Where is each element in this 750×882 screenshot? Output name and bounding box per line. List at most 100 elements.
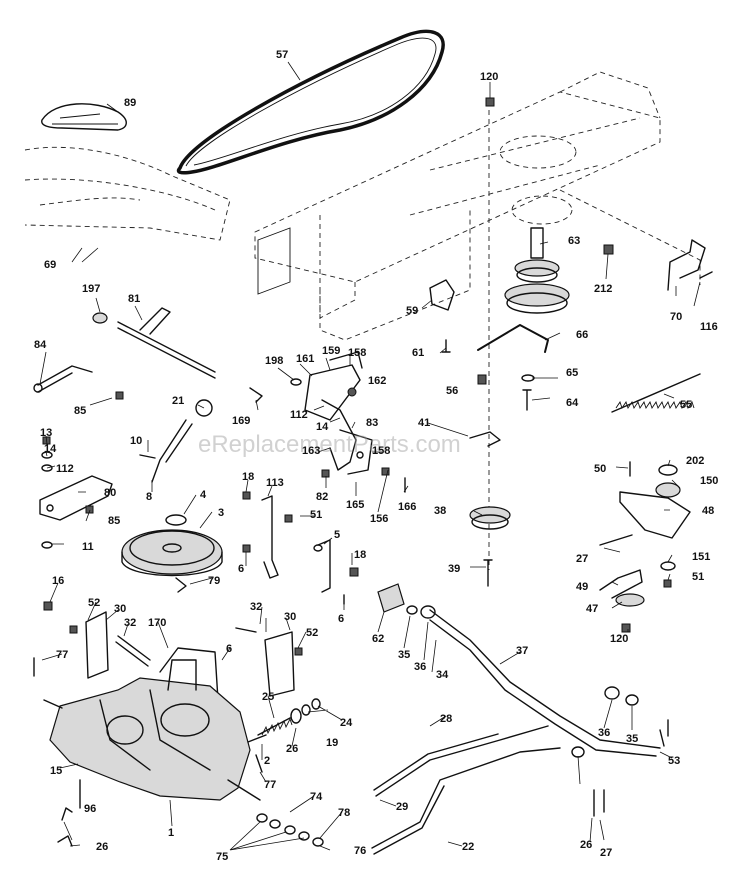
callout-56: 56 [446, 385, 458, 397]
axle-washer-stack [256, 813, 324, 847]
callout-170: 170 [148, 617, 166, 629]
callout-39: 39 [448, 563, 460, 575]
idler-bracket [261, 495, 279, 579]
engine-pulley [504, 227, 570, 314]
shift-bracket [85, 611, 109, 679]
callout-112: 112 [56, 463, 74, 475]
callout-50: 50 [594, 463, 606, 475]
callout-83: 83 [366, 417, 378, 429]
callout-30: 30 [114, 603, 126, 615]
callout-15: 15 [50, 765, 62, 777]
callout-162: 162 [368, 375, 386, 387]
callout-151: 151 [692, 551, 710, 563]
callout-66: 66 [576, 329, 588, 341]
callout-49: 49 [576, 581, 588, 593]
watermark: eReplacementParts.com [198, 431, 461, 458]
callout-21: 21 [172, 395, 184, 407]
callout-74: 74 [310, 791, 323, 803]
callout-150: 150 [700, 475, 718, 487]
linkage-rod [159, 647, 219, 701]
callout-89: 89 [124, 97, 136, 109]
callout-51: 51 [310, 509, 322, 521]
callout-112: 112 [290, 409, 308, 421]
callout-10: 10 [130, 435, 142, 447]
callout-161: 161 [296, 353, 314, 365]
shift-knob [195, 399, 213, 417]
callout-51: 51 [692, 571, 704, 583]
callout-16: 16 [52, 575, 64, 587]
callout-25: 25 [262, 691, 274, 703]
callout-69: 69 [44, 259, 56, 271]
callout-85: 85 [74, 405, 86, 417]
callout-27: 27 [576, 553, 588, 565]
callout-29: 29 [396, 801, 408, 813]
callout-163: 163 [302, 445, 320, 457]
leader-lines [39, 61, 701, 851]
control-bracket-assy [290, 351, 373, 475]
callout-27: 27 [600, 847, 612, 859]
callout-36: 36 [598, 727, 610, 739]
callout-82: 82 [316, 491, 328, 503]
callout-26: 26 [286, 743, 298, 755]
callout-84: 84 [34, 339, 47, 351]
callout-1: 1 [168, 827, 174, 839]
callout-labels: 57 120 89 63 69 212 70 116 197 81 59 66 … [34, 49, 718, 863]
callout-52: 52 [306, 627, 318, 639]
shift-link [37, 365, 93, 393]
callout-52: 52 [88, 597, 100, 609]
callout-18: 18 [242, 471, 254, 483]
callout-59: 59 [406, 305, 418, 317]
callout-165: 165 [346, 499, 364, 511]
transmission-pulley [121, 514, 223, 577]
callout-78: 78 [338, 807, 350, 819]
callout-79: 79 [208, 575, 220, 587]
callout-77: 77 [56, 649, 68, 661]
callout-28: 28 [440, 713, 452, 725]
lift-rod [667, 239, 706, 291]
callout-32: 32 [124, 617, 136, 629]
callout-76: 76 [354, 845, 366, 857]
callout-35: 35 [398, 649, 410, 661]
callout-80: 80 [104, 487, 116, 499]
callout-57: 57 [276, 49, 288, 61]
callout-198: 198 [265, 355, 283, 367]
callout-55: 55 [680, 399, 692, 411]
callout-65: 65 [566, 367, 578, 379]
callout-159: 159 [322, 345, 340, 357]
callout-96: 96 [84, 803, 96, 815]
brake-rod [373, 725, 549, 797]
callout-197: 197 [82, 283, 100, 295]
brake-bracket [264, 631, 295, 697]
clutch-rod [371, 747, 561, 855]
idler-pulley [469, 506, 511, 587]
callout-61: 61 [412, 347, 424, 359]
shift-rod [92, 307, 216, 379]
callout-19: 19 [326, 737, 338, 749]
idler-arm-assy [599, 461, 691, 633]
callout-24: 24 [340, 717, 353, 729]
callout-212: 212 [594, 283, 612, 295]
callout-41: 41 [418, 417, 430, 429]
callout-2: 2 [264, 755, 270, 767]
callout-14: 14 [316, 421, 329, 433]
callout-63: 63 [568, 235, 580, 247]
callout-26: 26 [96, 841, 108, 853]
callout-85: 85 [108, 515, 120, 527]
callout-8: 8 [146, 491, 152, 503]
callout-158: 158 [372, 445, 390, 457]
callout-116: 116 [700, 321, 718, 333]
tension-spring [611, 373, 701, 413]
callout-18: 18 [354, 549, 366, 561]
callout-30: 30 [284, 611, 296, 623]
belt-keeper [477, 324, 549, 353]
callout-81: 81 [128, 293, 140, 305]
chassis-frame [254, 71, 701, 341]
callout-62: 62 [372, 633, 384, 645]
callout-34: 34 [436, 669, 449, 681]
callout-120: 120 [480, 71, 498, 83]
callout-77: 77 [264, 779, 276, 791]
callout-169: 169 [232, 415, 250, 427]
callout-36: 36 [414, 661, 426, 673]
callout-70: 70 [670, 311, 682, 323]
